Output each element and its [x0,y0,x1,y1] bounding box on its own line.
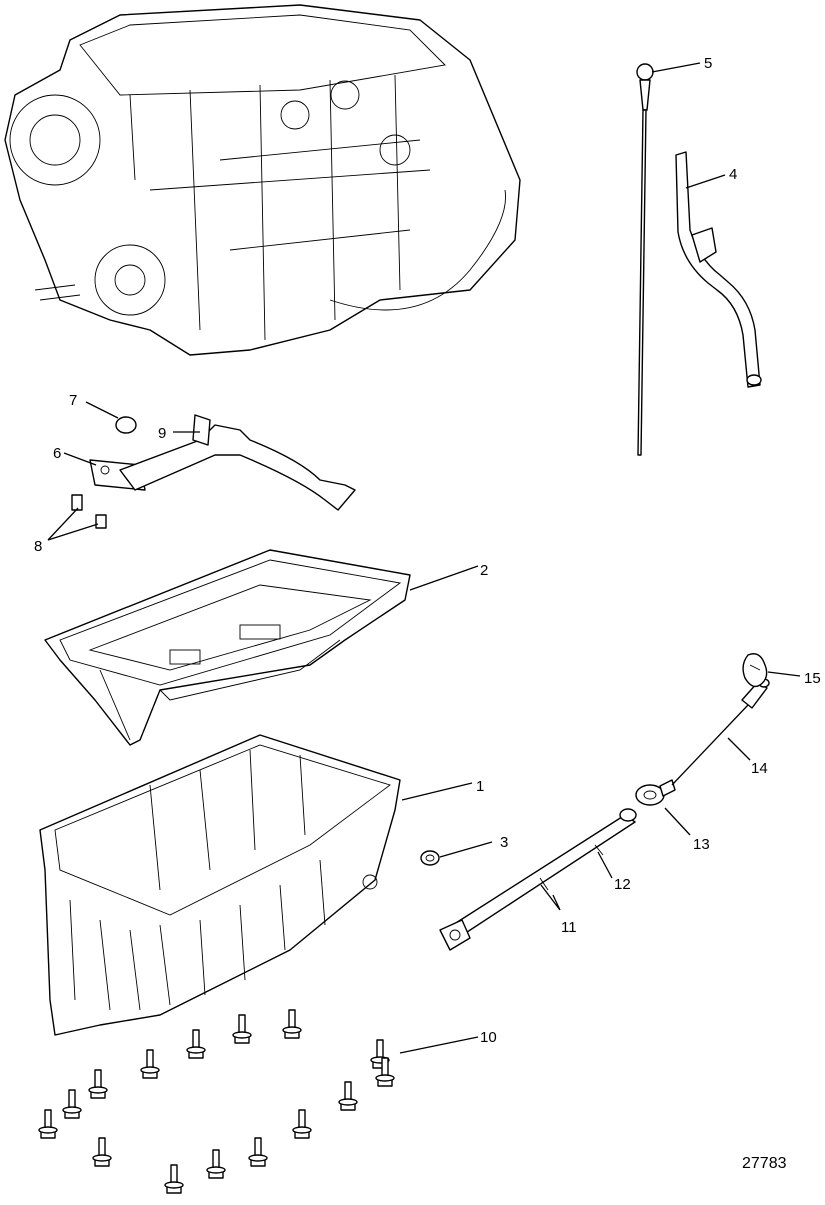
callout-11: 11 [561,919,577,936]
callout-8: 8 [34,538,42,555]
bolt [338,1081,358,1111]
bolt [164,1164,184,1194]
bolt [186,1029,206,1059]
bolt [140,1049,160,1079]
sensor-13 [635,779,676,806]
callout-15: 15 [804,670,821,687]
o-ring-7 [115,416,137,434]
callout-9: 9 [158,425,166,442]
callout-3: 3 [500,834,508,851]
sensor-wire-14 [671,678,770,786]
bolt-8a [71,494,83,511]
bolt [62,1089,82,1119]
upper-oil-pan [44,549,411,746]
bolt [375,1057,395,1087]
callout-4: 4 [729,166,737,183]
shaft [439,808,637,951]
clip-15 [742,653,768,688]
callout-13: 13 [693,836,710,853]
callout-1: 1 [476,778,484,795]
dipstick [636,63,654,456]
callout-6: 6 [53,445,61,462]
callout-numbers: 1 2 3 4 5 6 7 8 9 10 11 12 13 14 15 [34,55,821,1046]
callout-2: 2 [480,562,488,579]
callout-12: 12 [614,876,631,893]
callout-7: 7 [69,392,77,409]
oil-pickup-tube [71,414,356,529]
leader-lines [47,62,801,1054]
bolt [282,1009,302,1039]
oil-pan-bolts [38,1009,395,1194]
bolt [92,1137,112,1167]
bolt-8b [95,514,107,529]
callout-5: 5 [704,55,712,72]
bracket-9 [192,414,211,446]
callout-14: 14 [751,760,768,777]
callout-10: 10 [480,1029,497,1046]
drain-plug-washer [420,850,440,866]
dipstick-tube [675,151,762,388]
bolt [38,1109,58,1139]
figure-number: 27783 [742,1155,787,1172]
bolt [88,1069,108,1099]
bolt [206,1149,226,1179]
engine-block [4,4,521,356]
bolt [248,1137,268,1167]
lower-oil-pan [39,734,401,1036]
bolt [232,1014,252,1044]
bolt [292,1109,312,1139]
